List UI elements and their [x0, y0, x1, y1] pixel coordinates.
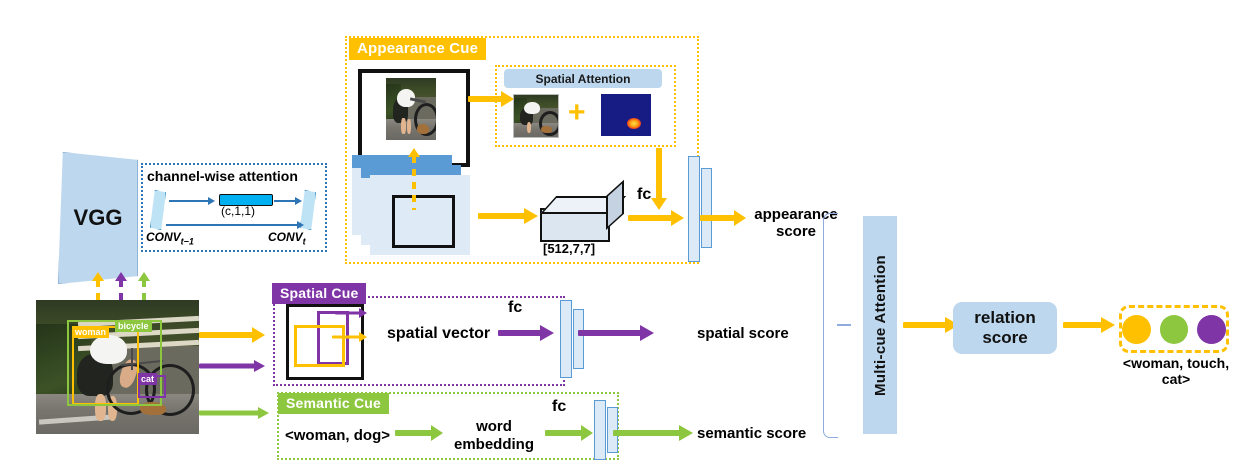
union-region-crop-image — [386, 78, 436, 140]
appearance-fc-label: fc — [637, 186, 652, 203]
feature-map-stack — [352, 155, 482, 255]
vgg-label: VGG — [73, 205, 123, 230]
score-bracket-stem — [837, 324, 851, 326]
triplet-dot-predicate — [1159, 314, 1189, 344]
triplet-dot-subject — [1122, 314, 1151, 344]
appearance-score-label: appearance score — [746, 206, 846, 241]
word-embedding-line2: embedding — [453, 436, 534, 453]
conv-input-label: CONVt−1 — [146, 230, 194, 246]
output-triplet-dots — [1119, 305, 1229, 353]
arrow-image-to-vgg-semantic — [138, 272, 150, 318]
spatial-vector-label: spatial vector — [387, 325, 491, 342]
tensor-shape-label: [512,7,7] — [543, 241, 596, 256]
appearance-cue-tag: Appearance Cue — [349, 38, 487, 60]
channel-wise-attention-title: channel-wise attention — [147, 168, 298, 184]
arrow-image-to-vgg-appearance — [92, 272, 104, 318]
bbox-label-cat: cat — [138, 373, 158, 385]
conv-out-text: CONV — [268, 230, 303, 244]
appearance-score-line2: score — [775, 223, 817, 241]
spatial-attention-heatmap — [601, 94, 651, 136]
spatial-attention-tag: Spatial Attention — [504, 69, 662, 88]
spatial-subject-box — [294, 325, 345, 367]
relation-score-line2: score — [982, 328, 1028, 347]
multi-cue-attention-label: Multi-cue Attention — [871, 254, 889, 396]
score-bracket — [823, 213, 838, 438]
feature-map-roi-box — [392, 195, 455, 248]
triplet-dot-object — [1197, 314, 1227, 344]
channel-vector — [219, 194, 273, 206]
input-image — [36, 300, 199, 434]
appearance-cue-region — [345, 36, 699, 264]
conv-in-text: CONV — [146, 230, 181, 244]
spatial-score-label: spatial score — [697, 325, 789, 342]
semantic-fc-label: fc — [552, 398, 567, 415]
appearance-fc-layers — [688, 156, 714, 262]
relation-score-block: relation score — [953, 302, 1057, 354]
output-triplet-label: <woman, touch, cat> — [1122, 355, 1230, 388]
arrow-image-to-vgg-spatial — [115, 272, 127, 318]
word-embedding-line1: word — [476, 418, 512, 435]
conv-out-subscript: t — [302, 236, 306, 247]
channel-wise-attention-region — [141, 163, 327, 252]
spatial-fc-layers — [560, 300, 586, 378]
semantic-cue-tag: Semantic Cue — [278, 393, 389, 414]
semantic-cue-region — [277, 392, 619, 460]
feature-tensor-cuboid — [540, 179, 630, 244]
semantic-pair-label: <woman, dog> — [285, 427, 391, 444]
bbox-label-bicycle: bicycle — [115, 320, 152, 332]
bbox-label-woman: woman — [72, 326, 110, 338]
spatial-cue-tag: Spatial Cue — [272, 283, 367, 304]
spatial-union-box — [286, 304, 364, 380]
spatial-attention-region — [495, 65, 676, 147]
spatial-fc-label: fc — [508, 299, 523, 316]
appearance-score-line1: appearance — [754, 206, 838, 223]
spatial-attention-input-image — [513, 94, 559, 138]
conv-output-label: CONVt — [268, 230, 306, 246]
semantic-fc-layers — [594, 400, 620, 460]
plus-icon: + — [568, 96, 586, 129]
arrow-featuremap-to-crop — [408, 148, 420, 210]
vgg-backbone: VGG — [58, 152, 138, 284]
channel-vector-shape-label: (c,1,1) — [221, 204, 256, 218]
conv-in-subscript: t−1 — [180, 236, 194, 247]
semantic-score-label: semantic score — [697, 425, 807, 442]
multi-cue-attention-block: Multi-cue Attention — [863, 216, 897, 434]
relation-score-line1: relation — [974, 308, 1036, 328]
bbox-bicycle — [67, 320, 162, 406]
word-embedding-label: word embedding — [448, 418, 540, 454]
